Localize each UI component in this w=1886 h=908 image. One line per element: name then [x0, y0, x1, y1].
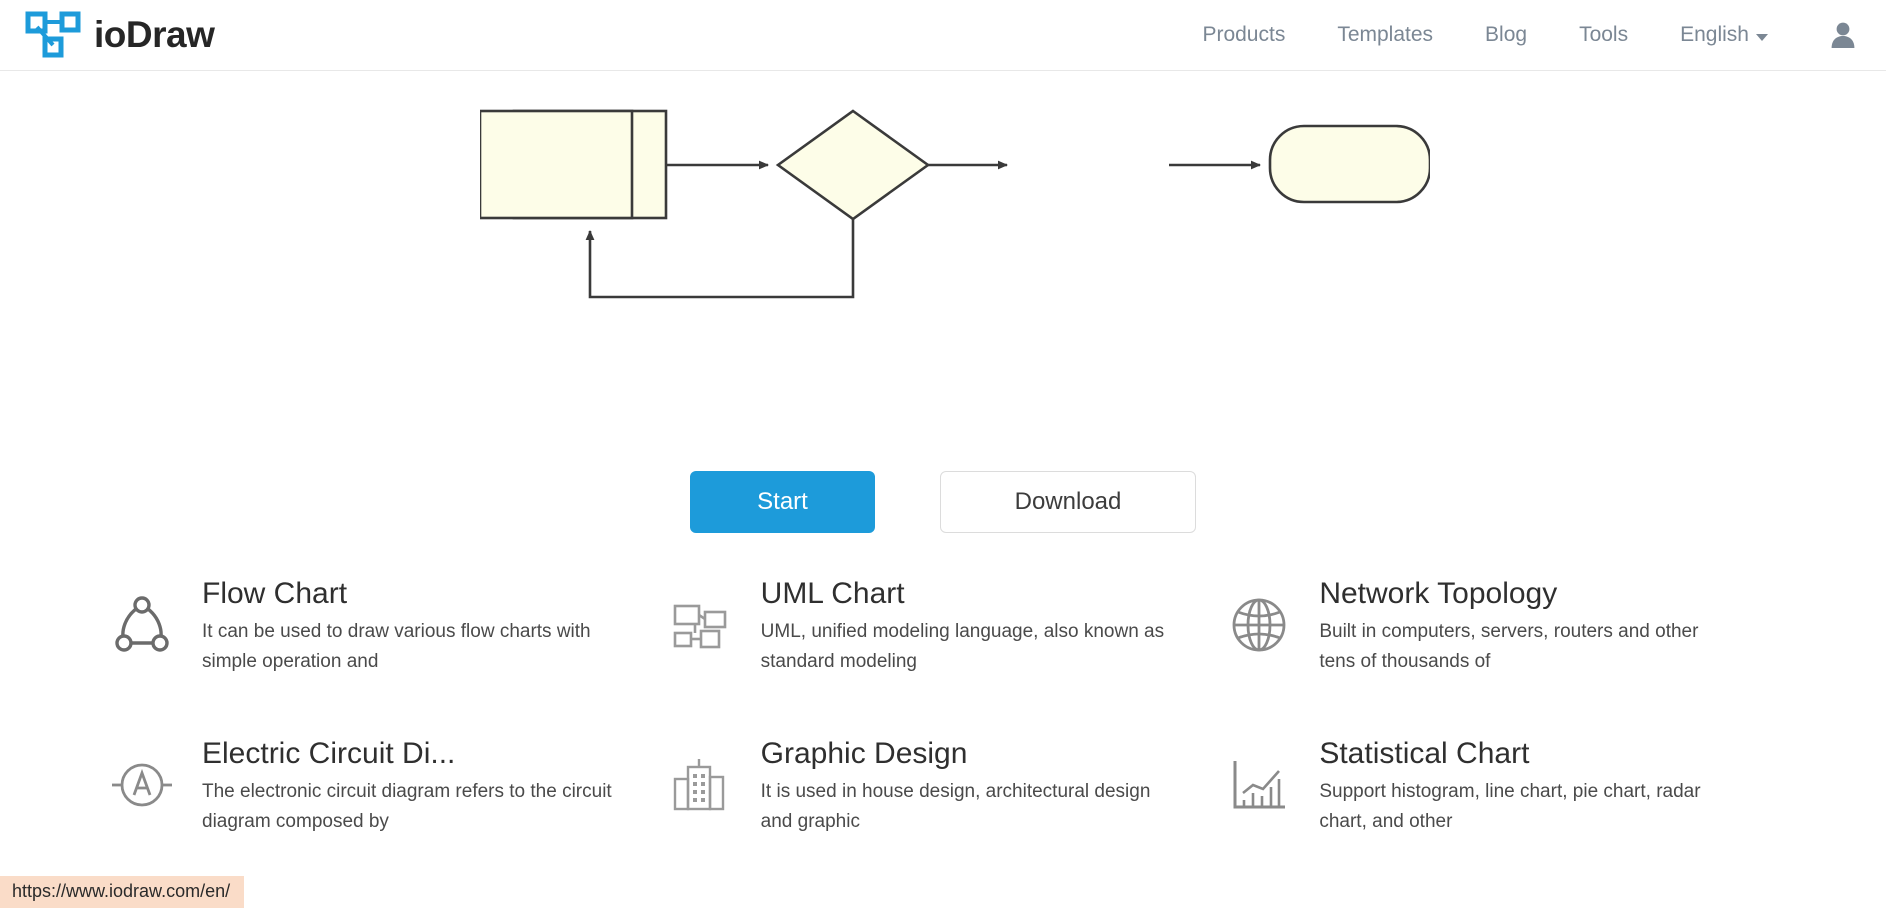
brand-logo-link[interactable]: ioDraw [24, 11, 215, 59]
flow-node-terminator [1268, 124, 1430, 204]
browser-status-bar-url: https://www.iodraw.com/en/ [0, 876, 245, 908]
feature-title: Statistical Chart [1319, 737, 1530, 771]
feature-description: The electronic circuit diagram refers to… [202, 780, 612, 833]
feature-text: Flow Chart It can be used to draw variou… [202, 575, 622, 677]
brand-name: ioDraw [94, 14, 215, 55]
feature-text: Network Topology Built in computers, ser… [1319, 575, 1739, 677]
feature-text: Graphic Design It is used in house desig… [761, 735, 1181, 837]
feature-network-topology[interactable]: Network Topology Built in computers, ser… [1227, 575, 1786, 677]
nav-item-templates[interactable]: Templates [1337, 23, 1434, 46]
language-label: English [1680, 23, 1749, 46]
nav-item-tools[interactable]: Tools [1579, 23, 1629, 46]
hero-section: Start Download [0, 71, 1886, 533]
site-header: ioDraw Products Templates Blog Tools Eng… [0, 0, 1886, 71]
main-navigation: Products Templates Blog Tools English [1202, 21, 1856, 49]
feature-graphic-design[interactable]: Graphic Design It is used in house desig… [669, 735, 1228, 837]
feature-title: Electric Circuit Di... [202, 737, 456, 771]
feature-description: UML, unified modeling language, also kno… [760, 620, 1165, 672]
feature-text: Electric Circuit Di... The electronic ci… [202, 735, 622, 837]
ammeter-circuit-icon [112, 763, 172, 807]
nav-item-products[interactable]: Products [1202, 23, 1286, 46]
feature-description: It is used in house design, architectura… [760, 780, 1151, 833]
iodraw-node-logo-icon [25, 11, 81, 58]
flow-node-decision [775, 109, 931, 221]
feature-title: Network Topology [1319, 577, 1558, 610]
feature-grid: Flow Chart It can be used to draw variou… [0, 575, 1886, 838]
feature-statistical-chart[interactable]: Statistical Chart Support histogram, lin… [1227, 735, 1786, 837]
hero-flowchart-diagram [480, 109, 1430, 299]
feature-electric-circuit-diagram[interactable]: Electric Circuit Di... The electronic ci… [110, 735, 669, 837]
building-icon [673, 759, 724, 811]
flow-connector-feedback-loop [585, 219, 855, 299]
feature-description: Built in computers, servers, routers and… [1319, 620, 1699, 672]
uml-hierarchy-icon [673, 604, 726, 649]
feature-title: Graphic Design [760, 737, 968, 771]
chevron-down-icon [1756, 33, 1768, 41]
globe-icon [1232, 598, 1286, 652]
download-button[interactable]: Download [940, 471, 1196, 533]
bar-chart-trend-icon [1233, 761, 1286, 809]
feature-description: It can be used to draw various flow char… [202, 620, 591, 672]
feature-title: UML Chart [760, 577, 905, 610]
nav-item-blog[interactable]: Blog [1485, 23, 1528, 46]
hero-actions: Start Download [0, 471, 1886, 533]
user-avatar-icon[interactable] [1830, 21, 1856, 49]
feature-flow-chart[interactable]: Flow Chart It can be used to draw variou… [110, 575, 669, 677]
feature-text: UML Chart UML, unified modeling language… [761, 575, 1181, 677]
feature-title: Flow Chart [202, 577, 348, 610]
feature-description: Support histogram, line chart, pie chart… [1319, 780, 1701, 833]
feature-text: Statistical Chart Support histogram, lin… [1319, 735, 1739, 837]
flow-node-process-2 [480, 109, 634, 220]
flow-chart-nodes-icon [115, 596, 169, 652]
feature-uml-chart[interactable]: UML Chart UML, unified modeling language… [669, 575, 1228, 677]
language-selector[interactable]: English [1680, 23, 1768, 47]
start-button[interactable]: Start [690, 471, 875, 533]
